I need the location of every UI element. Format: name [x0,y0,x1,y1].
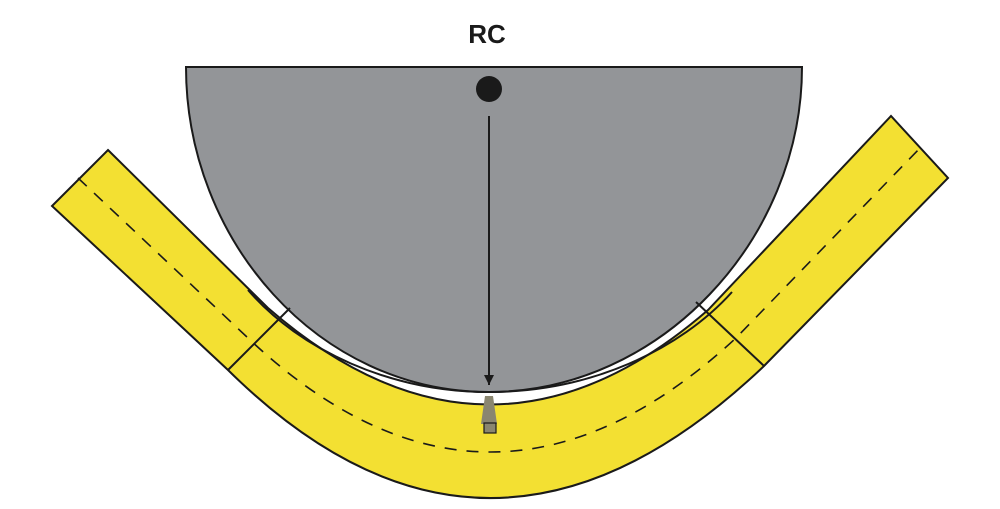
center-point [476,76,502,102]
die-contact-edge [247,289,733,394]
bend-end-line [695,301,765,367]
tube-centerline [77,147,921,453]
radius-marker-square [483,422,497,434]
radius-label: RC [468,19,506,49]
bend-start-line [227,307,291,371]
radius-marker-wedge [481,396,497,424]
